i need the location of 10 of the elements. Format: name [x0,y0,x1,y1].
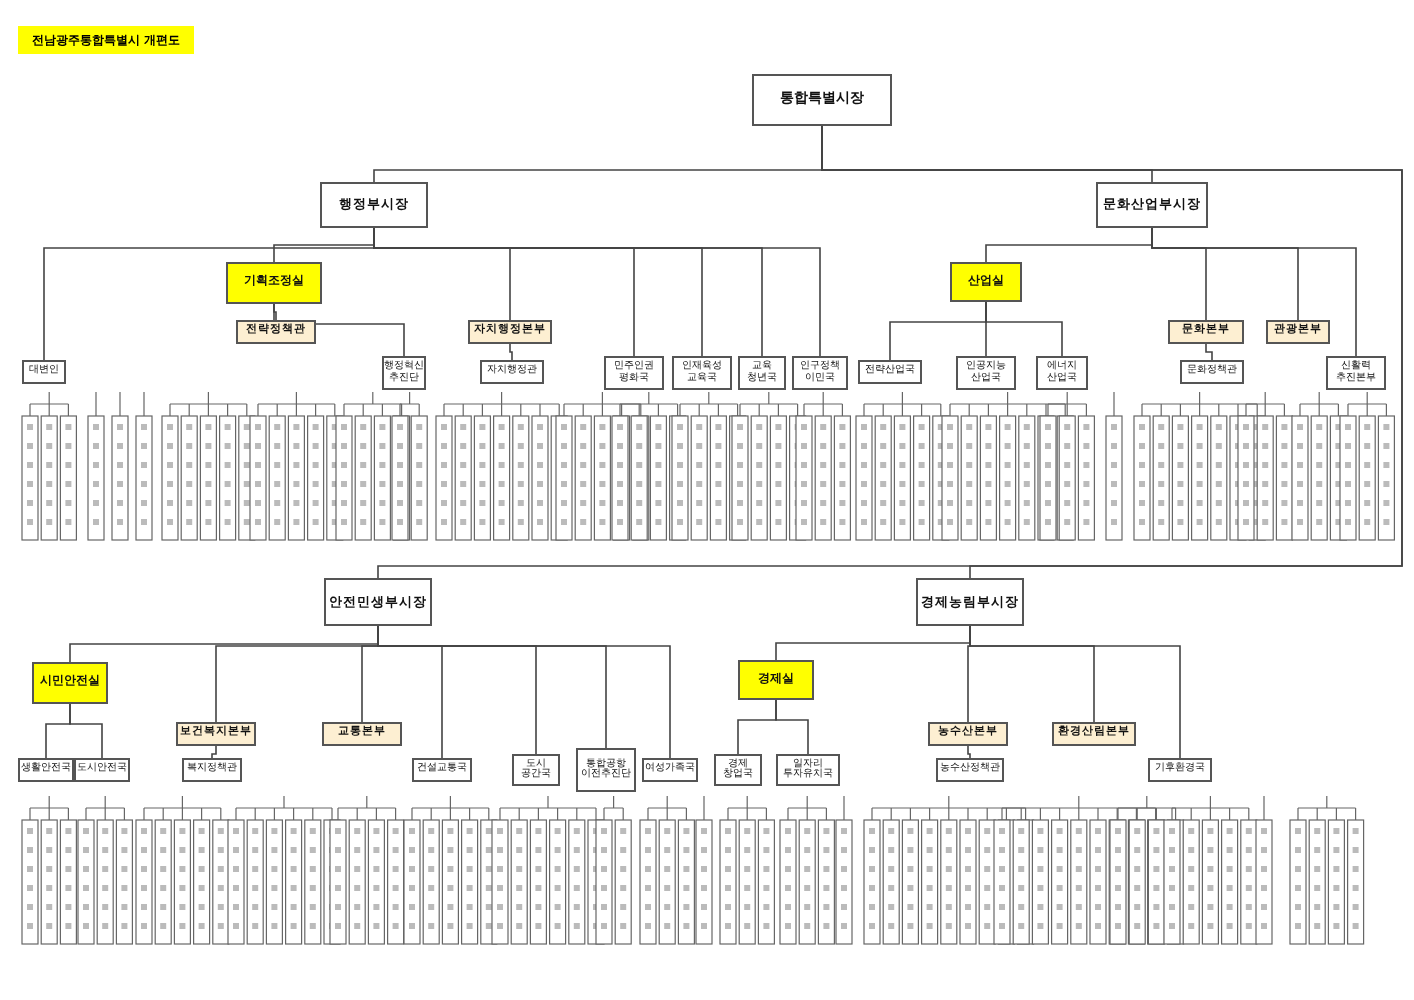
connector-line [967,745,971,759]
connector-line [1205,343,1213,361]
connector-line [969,625,1181,759]
connector-line [775,699,809,755]
connector-line [1151,227,1357,357]
connector-line [509,343,513,361]
connector-line [69,703,103,759]
connector-line [211,745,217,759]
connector-line [985,301,1063,357]
connector-line [377,625,671,759]
